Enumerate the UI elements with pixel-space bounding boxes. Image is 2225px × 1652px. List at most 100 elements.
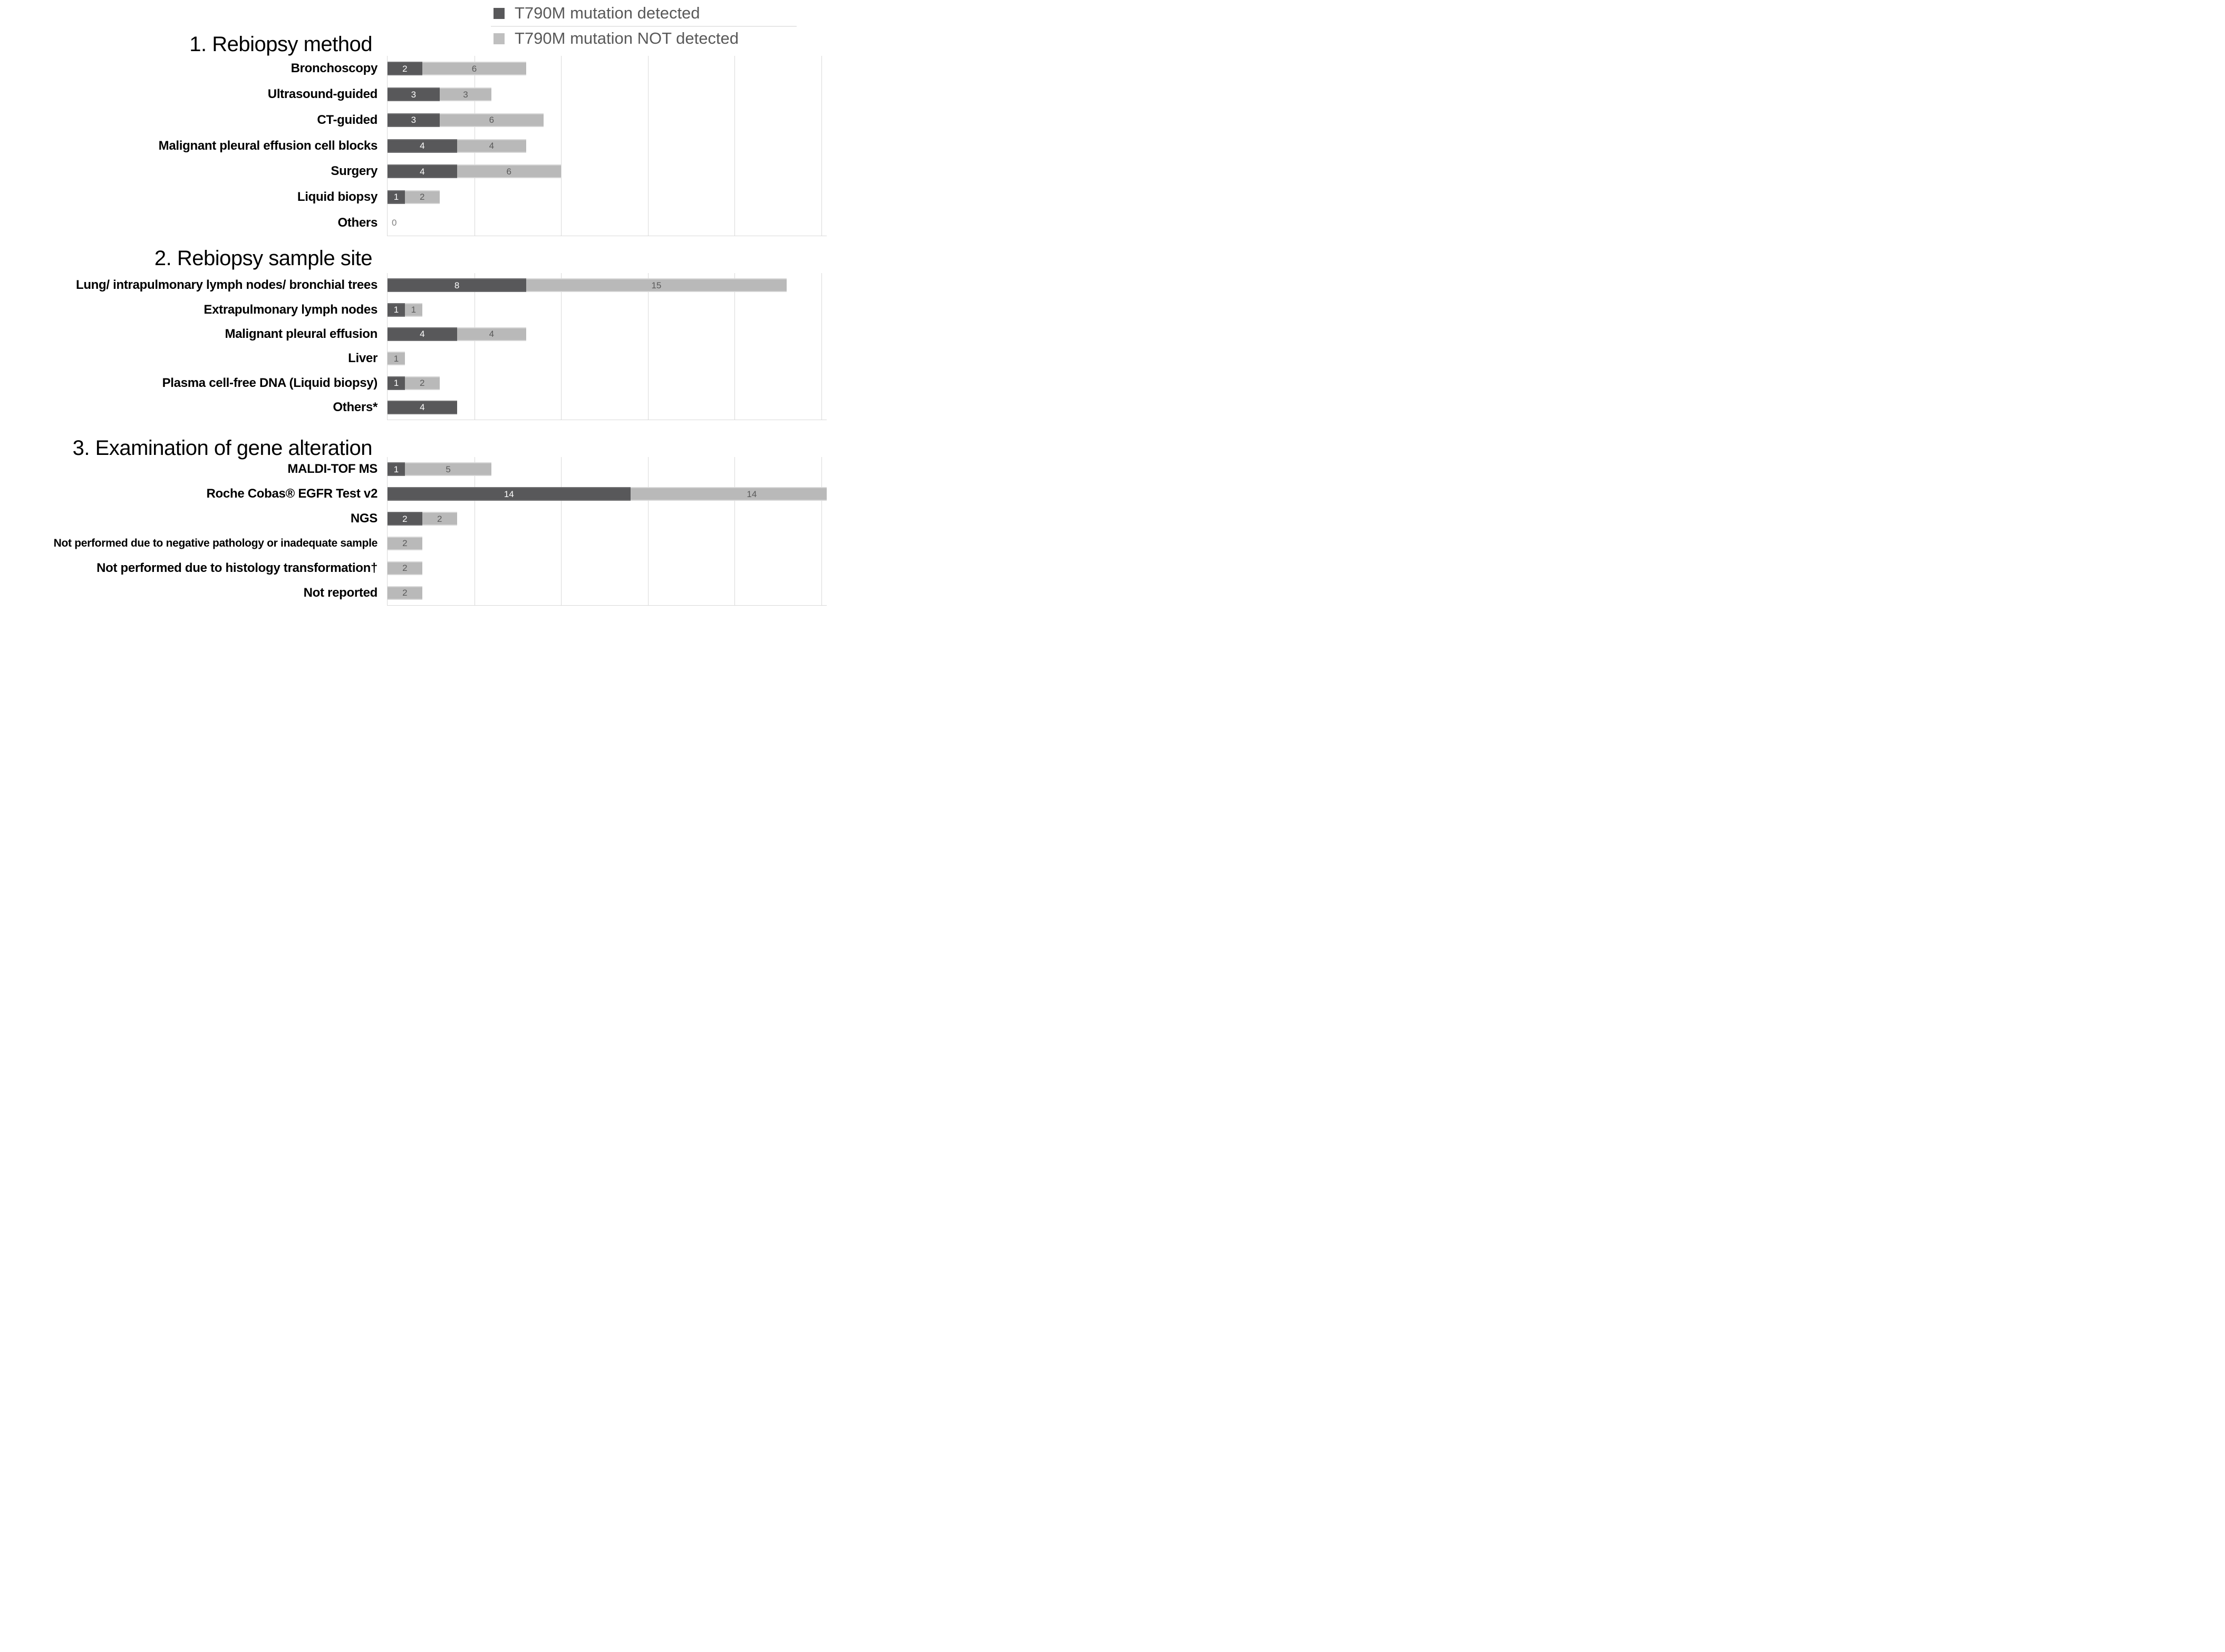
category-label: Bronchoscopy xyxy=(291,61,378,76)
bar-value-label: 2 xyxy=(402,588,408,598)
bar-segment-detected: 4 xyxy=(388,327,457,341)
bar-value-label: 3 xyxy=(411,89,417,100)
bar-value-label: 2 xyxy=(437,513,442,524)
bar-value-label: 14 xyxy=(504,489,514,499)
bar-segment-detected: 1 xyxy=(388,190,405,204)
bar-value-label: 4 xyxy=(489,329,495,339)
chart1-title: 1. Rebiopsy method xyxy=(189,33,372,56)
gridline xyxy=(821,457,822,605)
bar-value-label: 1 xyxy=(393,192,399,202)
bar-value-label: 3 xyxy=(411,115,417,125)
bar-segment-not-detected: 2 xyxy=(404,376,440,390)
bar-value-label: 2 xyxy=(402,513,408,524)
category-label: Plasma cell-free DNA (Liquid biopsy) xyxy=(162,375,378,390)
zero-value-label: 0 xyxy=(392,217,397,228)
bar-segment-not-detected: 3 xyxy=(439,88,492,102)
bar-value-label: 2 xyxy=(420,192,425,202)
bar-segment-detected: 4 xyxy=(388,400,457,414)
category-label: Liver xyxy=(348,351,378,366)
bar-value-label: 3 xyxy=(463,89,468,100)
bar-segment-detected: 3 xyxy=(388,113,440,127)
bar-value-label: 6 xyxy=(506,166,512,177)
legend-item-detected: T790M mutation detected xyxy=(494,3,700,23)
legend-divider xyxy=(491,26,797,27)
bar-segment-not-detected: 1 xyxy=(388,352,405,366)
bar-value-label: 1 xyxy=(393,353,399,364)
gridline xyxy=(561,457,562,605)
category-label: Others xyxy=(337,215,378,230)
bar-segment-detected: 4 xyxy=(388,139,457,153)
bar-row: 2 xyxy=(388,536,422,550)
gridline xyxy=(734,457,735,605)
category-label: Liquid biopsy xyxy=(297,189,378,204)
chart3-title: 3. Examination of gene alteration xyxy=(72,436,373,460)
bar-value-label: 5 xyxy=(446,464,451,474)
bar-value-label: 4 xyxy=(420,141,425,151)
bar-row: 2 xyxy=(388,561,422,575)
category-label: Surgery xyxy=(331,164,378,179)
bar-segment-not-detected: 2 xyxy=(388,561,422,575)
bar-row: 2 xyxy=(388,586,422,600)
chart2-title: 2. Rebiopsy sample site xyxy=(154,247,373,270)
category-label: Ultrasound-guided xyxy=(267,87,378,102)
category-label: Roche Cobas® EGFR Test v2 xyxy=(206,487,378,501)
gridline xyxy=(647,273,649,420)
category-label: Others* xyxy=(333,400,378,414)
bar-row: 8 15 xyxy=(388,278,787,293)
bar-value-label: 15 xyxy=(651,280,662,290)
bar-value-label: 1 xyxy=(393,305,399,315)
bar-segment-not-detected: 2 xyxy=(388,536,422,550)
bar-row: 4 xyxy=(388,400,457,414)
bar-segment-detected: 1 xyxy=(388,376,405,390)
bar-value-label: 4 xyxy=(420,166,425,177)
category-label: Malignant pleural effusion cell blocks xyxy=(158,138,378,153)
bar-value-label: 8 xyxy=(454,280,460,290)
category-label: Lung/ intrapulmonary lymph nodes/ bronch… xyxy=(75,278,378,293)
bar-segment-detected: 2 xyxy=(388,62,422,76)
bar-segment-not-detected: 2 xyxy=(422,512,457,526)
legend-swatch-detected-icon xyxy=(494,7,505,19)
gridline xyxy=(561,273,562,420)
bar-value-label: 4 xyxy=(420,402,425,413)
bar-segment-not-detected: 6 xyxy=(439,113,544,127)
bar-segment-detected: 1 xyxy=(388,303,405,317)
legend-label: T790M mutation NOT detected xyxy=(515,29,739,47)
gridline xyxy=(734,56,735,236)
bar-value-label: 6 xyxy=(471,63,477,74)
gridline xyxy=(561,56,562,236)
category-label: Not reported xyxy=(303,585,378,600)
bar-segment-not-detected: 6 xyxy=(422,62,527,76)
bar-value-label: 2 xyxy=(402,563,408,574)
gridline xyxy=(734,273,735,420)
bar-segment-detected: 3 xyxy=(388,88,440,102)
category-label: Not performed due to histology transform… xyxy=(96,560,378,575)
bar-segment-not-detected: 2 xyxy=(388,586,422,600)
bar-segment-not-detected: 4 xyxy=(457,139,527,153)
bar-value-label: 1 xyxy=(393,464,399,474)
gridline xyxy=(821,273,822,420)
bar-segment-not-detected: 5 xyxy=(404,462,492,477)
bar-segment-not-detected: 4 xyxy=(457,327,527,341)
bar-segment-detected: 14 xyxy=(388,487,631,501)
legend-label: T790M mutation detected xyxy=(515,4,700,22)
bar-segment-not-detected: 15 xyxy=(526,278,787,293)
bar-value-label: 6 xyxy=(489,115,495,125)
bar-segment-not-detected: 6 xyxy=(457,164,561,179)
bar-row: 1 xyxy=(388,352,405,366)
bar-value-label: 14 xyxy=(747,489,757,499)
figure-root: T790M mutation detected T790M mutation N… xyxy=(0,0,827,614)
bar-segment-detected: 4 xyxy=(388,164,457,179)
bar-value-label: 2 xyxy=(402,63,408,74)
